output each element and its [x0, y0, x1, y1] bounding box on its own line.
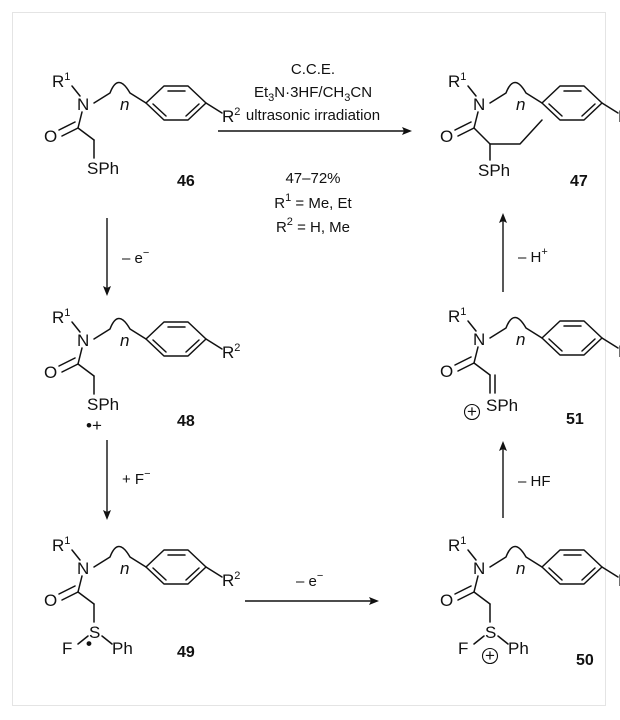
r2-label: R2 — [618, 570, 620, 590]
radical-cation-mark: •+ — [86, 416, 102, 435]
charge-sign: + — [467, 402, 477, 421]
compound-47: R1 N n O R2 SPh 47 — [440, 71, 620, 190]
arrow-50-to-51 — [499, 441, 507, 518]
compound-number: 46 — [177, 173, 195, 190]
radical-dot: • — [86, 634, 92, 653]
r2-label: R2 — [618, 106, 620, 126]
sulfanyl-group: SPh — [478, 161, 510, 180]
step-label-deprotonation: – H+ — [518, 246, 548, 266]
condition-line-2: Et3N·3HF/CH3CN — [254, 84, 372, 104]
phenyl-group: Ph — [508, 639, 529, 658]
r2-definition: R2 = H, Me — [276, 216, 350, 236]
compound-46: R1 N n O R2 SPh 46 — [44, 71, 240, 190]
oxygen-atom: O — [440, 127, 453, 146]
loop-index: n — [516, 559, 525, 578]
r1-label: R1 — [52, 535, 70, 555]
step-label-oxidation-2: – e− — [296, 570, 323, 590]
loop-index: n — [516, 330, 525, 349]
r1-label: R1 — [52, 307, 70, 327]
compound-51: R1 N n O R2 SPh + 51 — [440, 306, 620, 428]
r1-label: R1 — [448, 306, 466, 326]
compound-49: R1 N n O R2 S • F Ph 49 — [44, 535, 240, 661]
r2-label: R2 — [222, 342, 240, 362]
step-label-oxidation-1: – e− — [122, 247, 149, 267]
nitrogen-atom: N — [473, 559, 485, 578]
sulfanyl-group: SPh — [87, 395, 119, 414]
sulfanyl-group: SPh — [486, 396, 518, 415]
condition-line-1: C.C.E. — [291, 61, 335, 78]
r1-label: R1 — [448, 71, 466, 91]
loop-index: n — [120, 331, 129, 350]
phenyl-group: Ph — [112, 639, 133, 658]
sulfur-atom: S — [485, 623, 496, 642]
r2-label: R2 — [618, 341, 620, 361]
fluorine-atom: F — [458, 639, 468, 658]
loop-index: n — [120, 95, 129, 114]
r2-label: R2 — [222, 570, 240, 590]
compound-number: 51 — [566, 411, 584, 428]
scheme-frame — [12, 12, 606, 706]
arrow-49-to-50 — [245, 597, 379, 605]
compound-48: R1 N n O R2 SPh •+ 48 — [44, 307, 240, 435]
positive-charge-icon — [463, 403, 481, 421]
arrow-46-to-47 — [218, 127, 412, 135]
arrow-51-to-47 — [499, 213, 507, 292]
positive-charge-icon — [481, 647, 499, 665]
loop-index: n — [516, 95, 525, 114]
oxygen-atom: O — [440, 591, 453, 610]
oxygen-atom: O — [440, 362, 453, 381]
loop-index: n — [120, 559, 129, 578]
yield-range: 47–72% — [285, 170, 340, 187]
nitrogen-atom: N — [473, 95, 485, 114]
oxygen-atom: O — [44, 127, 57, 146]
arrow-46-to-48 — [103, 218, 111, 296]
compound-number: 49 — [177, 644, 195, 661]
sulfur-atom: S — [89, 623, 100, 642]
compound-50: R1 N n O R2 S + F Ph 50 — [440, 535, 620, 669]
nitrogen-atom: N — [77, 331, 89, 350]
sulfanyl-group: SPh — [87, 159, 119, 178]
compound-number: 47 — [570, 173, 588, 190]
r1-label: R1 — [52, 71, 70, 91]
compound-number: 48 — [177, 413, 195, 430]
compound-number: 50 — [576, 652, 594, 669]
nitrogen-atom: N — [77, 559, 89, 578]
nitrogen-atom: N — [77, 95, 89, 114]
charge-sign: + — [485, 646, 495, 665]
r1-definition: R1 = Me, Et — [274, 192, 352, 212]
arrow-48-to-49 — [103, 440, 111, 520]
fluorine-atom: F — [62, 639, 72, 658]
step-label-fluoride-addition: + F− — [122, 468, 151, 488]
r2-label: R2 — [222, 106, 240, 126]
nitrogen-atom: N — [473, 330, 485, 349]
r1-label: R1 — [448, 535, 466, 555]
condition-line-3: ultrasonic irradiation — [246, 107, 380, 124]
reaction-conditions: C.C.E. Et3N·3HF/CH3CN ultrasonic irradia… — [246, 61, 380, 236]
oxygen-atom: O — [44, 363, 57, 382]
step-label-hf-elimination: – HF — [518, 473, 551, 490]
oxygen-atom: O — [44, 591, 57, 610]
